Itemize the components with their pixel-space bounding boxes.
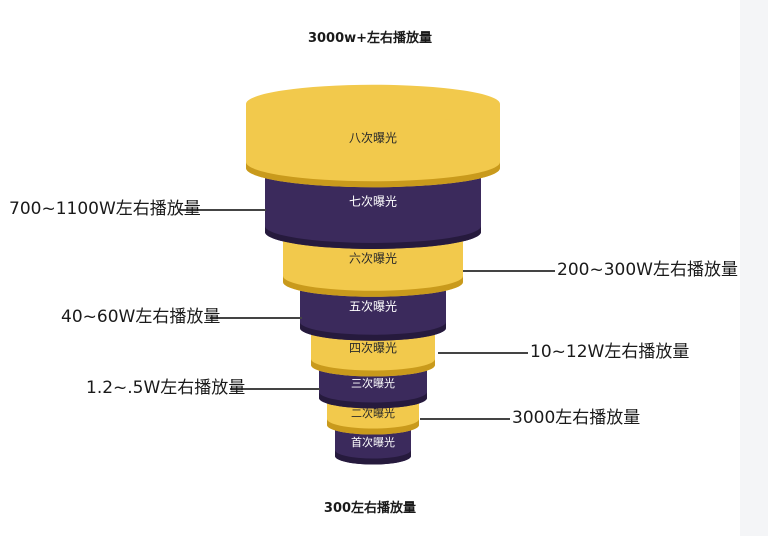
tier-label: 三次曝光 (351, 376, 395, 390)
tier-body (265, 167, 481, 249)
callout-right-2: 10~12W左右播放量 (530, 342, 690, 362)
top-caption: 3000w+左右播放量 (307, 31, 433, 46)
callout-right-1: 200~300W左右播放量 (557, 260, 738, 280)
tier-rim (300, 322, 446, 341)
funnel-stack: 首次曝光 二次曝光 三次曝光 四次曝光 五次曝光 六次曝光 七次曝光 八次曝光 (246, 84, 500, 465)
exposure-funnel-diagram: 3000w+左右播放量 首次曝光 二次曝光 三次曝光 四次曝光 五次曝光 六次曝光 七次曝光… (9, 31, 738, 516)
tier-body (246, 104, 500, 188)
callout-left-2: 40~60W左右播放量 (61, 307, 221, 327)
tier-rim (265, 226, 481, 249)
tier-label: 首次曝光 (351, 435, 395, 449)
leader-line-right-3 (420, 418, 510, 420)
tier-label: 六次曝光 (349, 252, 397, 266)
tier-rim (283, 276, 463, 297)
tier-rim (319, 392, 427, 409)
tier-rim (311, 359, 435, 377)
right-edge-strip (740, 0, 768, 536)
leader-line-right-2 (438, 352, 528, 354)
callout-right-3: 3000左右播放量 (512, 408, 641, 428)
leader-line-left-2 (210, 317, 302, 319)
tier-rim (327, 419, 419, 435)
bottom-caption: 300左右播放量 (323, 501, 417, 516)
tier-body (300, 281, 446, 341)
leader-line-left-1 (180, 209, 266, 211)
tier-label: 五次曝光 (349, 300, 397, 314)
tier-top (246, 84, 500, 124)
tier-body (283, 231, 463, 297)
tier-rim (246, 162, 500, 188)
tier-label: 四次曝光 (349, 341, 397, 355)
leader-line-right-1 (463, 270, 555, 272)
tier-label: 七次曝光 (349, 195, 397, 209)
callout-left-3: 1.2~.5W左右播放量 (86, 378, 246, 398)
funnel-tier-8: 八次曝光 (246, 84, 500, 188)
callout-left-1: 700~1100W左右播放量 (9, 199, 201, 219)
leader-line-left-3 (230, 388, 320, 390)
tier-label: 二次曝光 (351, 406, 395, 420)
tier-label: 八次曝光 (349, 131, 397, 145)
tier-body (335, 424, 411, 465)
tier-rim (335, 450, 411, 465)
